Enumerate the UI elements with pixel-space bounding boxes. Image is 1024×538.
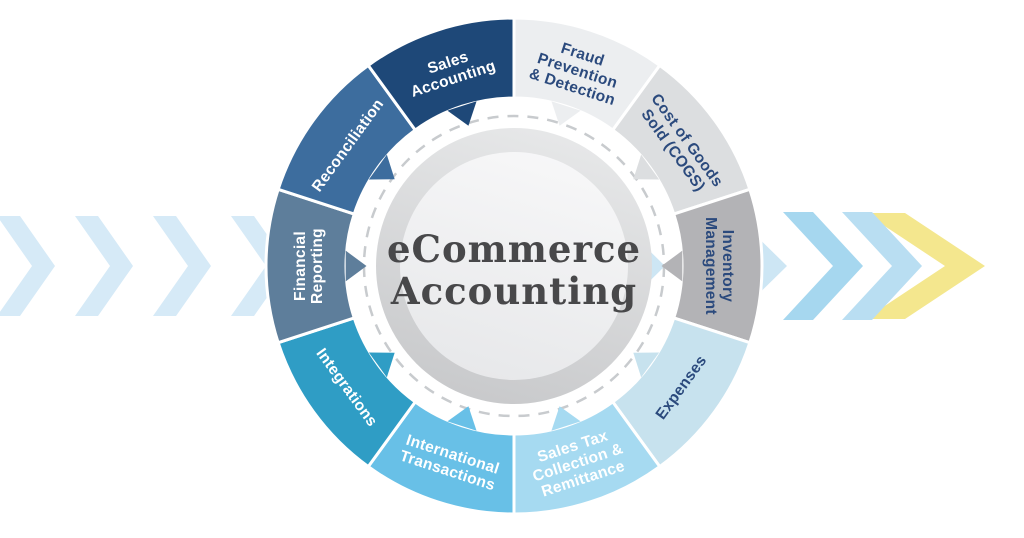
gear-tab [665, 233, 683, 251]
segment-notch-financial-reporting [345, 250, 367, 282]
segment-notch-expenses [633, 352, 660, 378]
gear-tab [576, 400, 596, 421]
gear-tab [576, 111, 596, 132]
segment-notch-cost-of-goods-sold [633, 154, 660, 180]
segment-label-inventory-management: InventoryManagement [702, 217, 736, 315]
segment-notch-sales-accounting [447, 101, 477, 126]
gear-tab [478, 98, 496, 116]
gear-tab [619, 368, 640, 390]
gear-tab [532, 416, 550, 434]
segment-notch-integrations [368, 352, 395, 378]
chevron-arrow-right-blue [783, 212, 863, 320]
segment-label-financial-reporting: FinancialReporting [292, 228, 326, 304]
gear-tab [478, 416, 496, 434]
center-disc-circle [400, 152, 628, 380]
gear-tab [532, 98, 550, 116]
gear-tab [360, 180, 381, 201]
segment-notch-fraud-prevention-detection [551, 101, 581, 126]
gear-tab [345, 281, 363, 299]
chevron-arrow-left [153, 216, 211, 316]
chevron-arrow-right-blue [842, 212, 922, 320]
gear-tab [665, 281, 683, 299]
gear-tab [432, 111, 452, 132]
segment-notch-sales-tax-collection-remittance [551, 406, 581, 431]
segment-notch-reconciliation [368, 154, 395, 180]
gear-tab [360, 331, 381, 352]
chevron-arrow-left [0, 216, 55, 316]
gear-tab [647, 180, 668, 201]
gear-tab [619, 142, 640, 164]
segment-notch-inventory-management [661, 250, 683, 282]
segment-notch-international-transactions [447, 406, 477, 431]
gear-tab [647, 331, 668, 352]
chevron-arrow-yellow [865, 213, 985, 319]
gear-tab [388, 368, 409, 390]
gear-tab [345, 233, 363, 251]
gear-tab [388, 142, 409, 164]
segment-label-fraud-prevention-detection: FraudPrevention& Detection [527, 33, 628, 109]
gear-tab [432, 400, 452, 421]
chevron-arrow-left [75, 216, 133, 316]
